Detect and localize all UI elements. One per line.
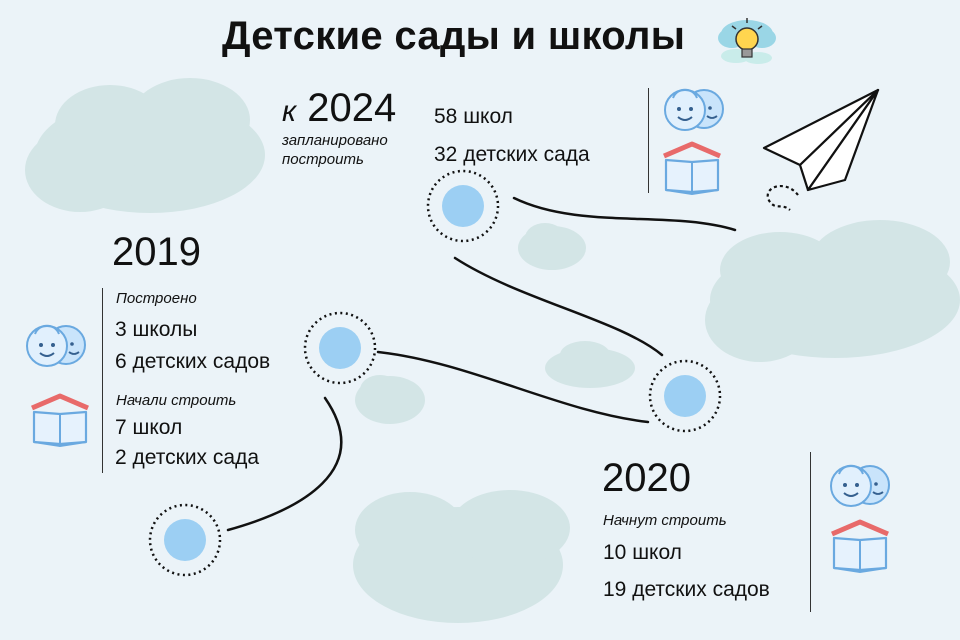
connectors — [226, 196, 737, 532]
connector-2020-2024 — [453, 256, 664, 357]
year-2019-started-kindergartens: 2 детских сада — [115, 446, 259, 469]
year-2019-started-label: Начали строить — [116, 392, 237, 409]
connector-start-2019 — [226, 396, 343, 532]
year-2024-caption-line1: запланировано — [282, 132, 388, 149]
year-2020-schools: 10 школ — [603, 541, 682, 564]
cloud-tiny-center — [355, 375, 425, 424]
cloud-bottom — [353, 490, 570, 623]
node-start — [148, 503, 222, 577]
cloud-left-top — [25, 78, 265, 213]
connector-2024-plane — [512, 196, 737, 232]
node-2024 — [426, 169, 500, 243]
year-2024-caption-line2: построить — [282, 151, 364, 168]
year-2024-schools: 58 школ — [434, 105, 513, 128]
year-2020-label: Начнут строить — [603, 512, 727, 529]
year-2019-built-label: Построено — [116, 290, 197, 307]
node-2020 — [648, 359, 722, 433]
cloud-lightbulb-icon — [718, 18, 776, 64]
year-2024-kindergartens: 32 детских сада — [434, 143, 590, 166]
open-book-icon — [31, 393, 89, 448]
paper-plane-icon — [762, 88, 880, 211]
year-2024-prefix: к — [282, 95, 297, 128]
connector-2019-2020 — [376, 350, 650, 424]
timeline-nodes — [148, 169, 722, 577]
two-children-faces-icon — [830, 464, 890, 507]
year-2024: к 2024 — [282, 88, 396, 128]
year-2019-built-schools: 3 школы — [115, 318, 198, 341]
page-title: Детские сады и школы — [222, 14, 686, 58]
year-2019: 2019 — [112, 230, 201, 274]
clouds — [25, 78, 960, 623]
divider-2020 — [810, 452, 811, 612]
open-book-icon — [663, 141, 721, 196]
open-book-icon — [831, 519, 889, 574]
year-2020: 2020 — [602, 456, 691, 500]
two-children-faces-icon — [664, 88, 724, 131]
divider-2024 — [648, 88, 649, 193]
cloud-small-center — [545, 341, 635, 388]
year-2020-kindergartens: 19 детских садов — [603, 578, 770, 601]
two-children-faces-icon — [26, 324, 86, 367]
node-2019 — [303, 311, 377, 385]
year-2019-started-schools: 7 школ — [115, 416, 183, 439]
divider-2019 — [102, 288, 103, 473]
year-2024-value: 2024 — [307, 86, 397, 130]
year-2019-built-kindergartens: 6 детских садов — [115, 350, 271, 373]
cloud-right — [705, 220, 960, 362]
cloud-small-mid — [518, 223, 586, 270]
